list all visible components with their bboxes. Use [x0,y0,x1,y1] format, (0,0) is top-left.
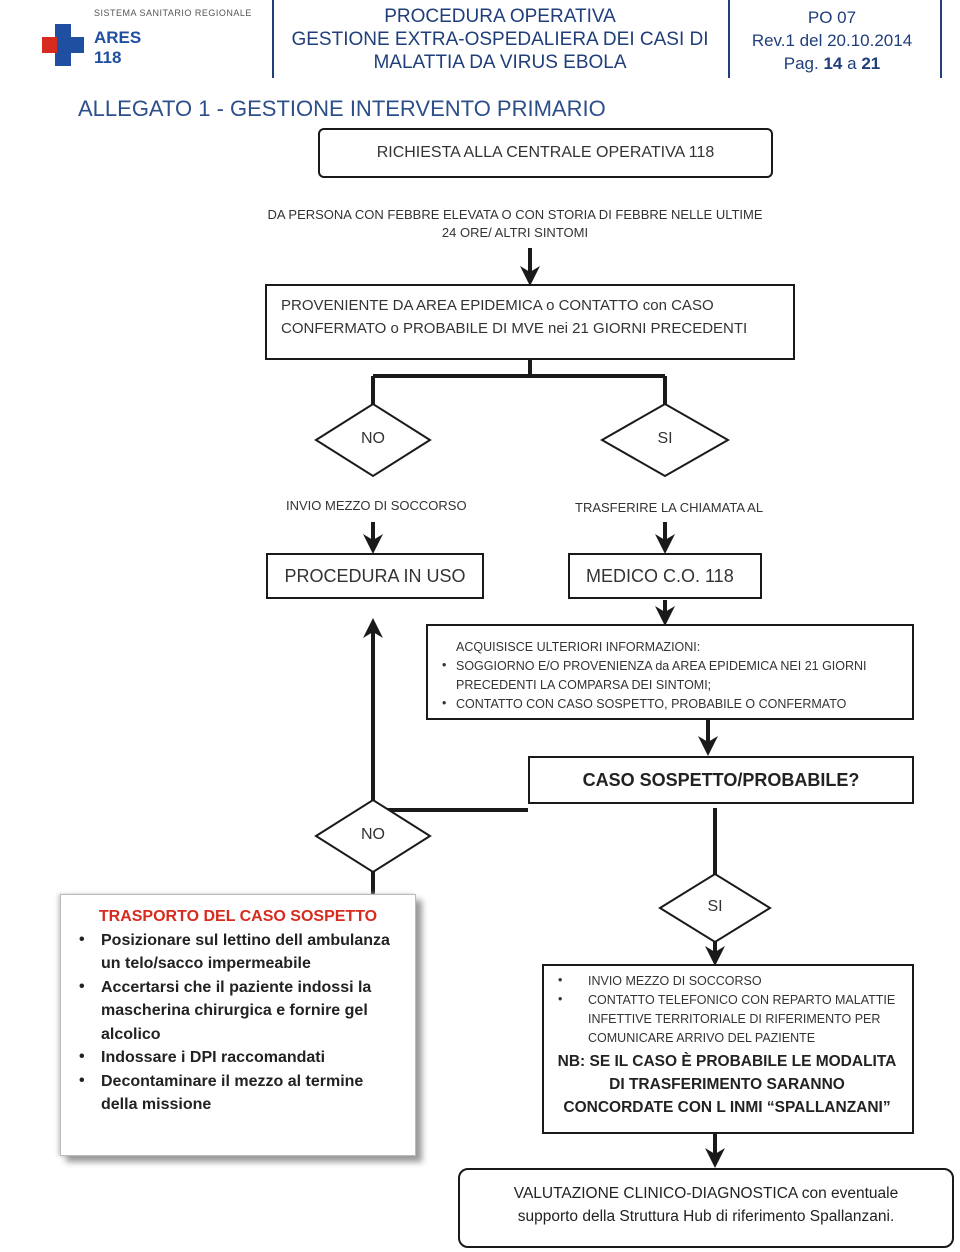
header-title-line2: GESTIONE EXTRA-OSPEDALIERA DEI CASI DI [291,29,709,50]
transport-list: Posizionare sul lettino dell ambulanza u… [73,928,403,1117]
logo-line1: ARES [94,28,142,47]
final-line2: supporto della Struttura Hub di riferime… [517,1208,895,1225]
si-actions-box: INVIO MEZZO DI SOCCORSO CONTATTO TELEFON… [542,964,914,1134]
decision-no-shape [314,402,432,478]
transport-item-2: Accertarsi che il paziente indossi la ma… [73,975,403,1047]
page-indicator: Pag. 14 a 21 [732,52,932,75]
ares-cross-icon [42,24,84,66]
si-action-2: CONTATTO TELEFONICO CON REPARTO MALATTIE… [552,990,902,1048]
person-line2: 24 ORE/ ALTRI SINTOMI [441,225,589,240]
info-item-2: CONTATTO CON CASO SOSPETTO, PROBABILE O … [436,694,904,714]
medico-box: MEDICO C.O. 118 [568,553,762,599]
header-border-right [940,0,942,78]
origin-line2: CONFERMATO o PROBABILE DI MVE nei 21 GIO… [281,320,748,337]
header-title: PROCEDURA OPERATIVA GESTIONE EXTRA-OSPED… [272,2,728,76]
transport-item-1: Posizionare sul lettino dell ambulanza u… [73,928,403,976]
case-question-text: CASO SOSPETTO/PROBABILE? [582,770,860,790]
decision-si2-label: SI [707,898,723,915]
procedure-in-use-text: PROCEDURA IN USO [284,566,466,586]
origin-line1: PROVENIENTE DA AREA EPIDEMICA o CONTATTO… [281,297,714,314]
procedure-in-use-box: PROCEDURA IN USO [266,553,484,599]
origin-box: PROVENIENTE DA AREA EPIDEMICA o CONTATTO… [265,284,795,360]
logo-line2: 118 [94,48,122,67]
revision: Rev.1 del 20.10.2014 [751,31,913,50]
transport-item-3: Indossare i DPI raccomandati [73,1045,403,1070]
info-item-1: SOGGIORNO E/O PROVENIENZA da AREA EPIDEM… [436,656,904,695]
person-line1: DA PERSONA CON FEBBRE ELEVATA O CON STOR… [267,207,763,222]
si-action-1: INVIO MEZZO DI SOCCORSO [552,971,902,991]
transport-item-4: Decontaminare il mezzo al termine della … [73,1069,403,1117]
case-question-box: CASO SOSPETTO/PROBABILE? [528,756,914,804]
header-divider-left [272,0,274,78]
decision-no2-shape [314,798,432,874]
header-reference: PO 07 Rev.1 del 20.10.2014 Pag. 14 a 21 [732,2,932,76]
request-box: RICHIESTA ALLA CENTRALE OPERATIVA 118 [318,128,773,178]
page-sep: a [847,54,857,73]
si-actions-list: INVIO MEZZO DI SOCCORSO CONTATTO TELEFON… [552,971,902,1048]
decision-si2-shape [658,872,772,944]
decision-si-shape [599,402,731,478]
page-total: 21 [861,54,881,73]
header-divider-right [728,0,730,78]
medico-text: MEDICO C.O. 118 [586,566,734,586]
transport-box: TRASPORTO DEL CASO SOSPETTO Posizionare … [60,894,416,1156]
nb-line2: DI TRASFERIMENTO SARANNO [609,1076,845,1093]
logo-area: SISTEMA SANITARIO REGIONALE ARES 118 [36,6,266,76]
final-line1: VALUTAZIONE CLINICO-DIAGNOSTICA con even… [513,1185,899,1202]
doc-code: PO 07 [807,8,857,27]
transport-title: TRASPORTO DEL CASO SOSPETTO [98,908,378,925]
nb-note: NB: SE IL CASO È PROBABILE LE MODALITA D… [552,1050,902,1119]
transfer-call-text: TRASFERIRE LA CHIAMATA AL [575,500,764,515]
info-title: ACQUISISCE ULTERIORI INFORMAZIONI: [456,640,701,654]
nb-line1: NB: SE IL CASO È PROBABILE LE MODALITA [557,1053,897,1070]
system-label: SISTEMA SANITARIO REGIONALE [94,8,252,18]
decision-no-label: NO [361,430,385,447]
send-vehicle-text: INVIO MEZZO DI SOCCORSO [286,498,467,513]
request-text: RICHIESTA ALLA CENTRALE OPERATIVA 118 [376,144,715,161]
header-title-line1: PROCEDURA OPERATIVA [384,6,616,27]
decision-si-label: SI [657,430,673,447]
person-description: DA PERSONA CON FEBBRE ELEVATA O CON STOR… [240,206,790,242]
header-title-line3: MALATTIA DA VIRUS EBOLA [373,52,627,73]
page-number: 14 [823,54,843,73]
info-box: ACQUISISCE ULTERIORI INFORMAZIONI: SOGGI… [426,624,914,720]
info-list: SOGGIORNO E/O PROVENIENZA da AREA EPIDEM… [436,656,904,714]
annex-title: ALLEGATO 1 - GESTIONE INTERVENTO PRIMARI… [78,96,606,121]
final-evaluation-box: VALUTAZIONE CLINICO-DIAGNOSTICA con even… [458,1168,954,1248]
page-prefix: Pag. [783,54,819,73]
nb-line3: CONCORDATE CON L INMI “SPALLANZANI” [563,1099,891,1116]
decision-no2-label: NO [361,826,385,843]
